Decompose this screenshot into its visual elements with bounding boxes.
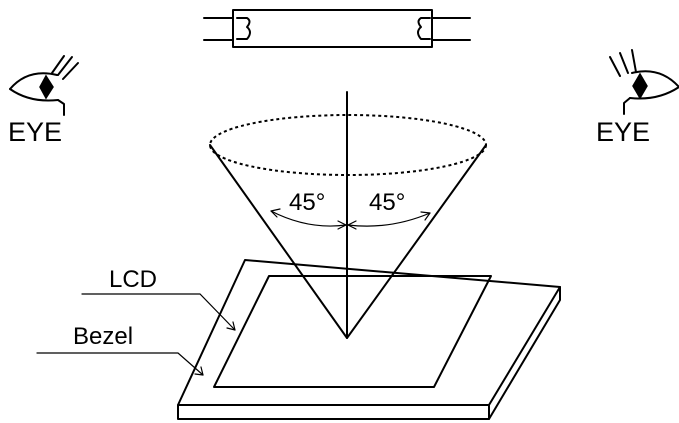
eye-left-label: EYE bbox=[8, 117, 62, 147]
angle-arcs bbox=[270, 208, 431, 230]
bezel-panel bbox=[177, 259, 561, 420]
eye-right-label: EYE bbox=[596, 117, 650, 147]
lcd-leader bbox=[81, 293, 236, 331]
lcd-label: LCD bbox=[109, 266, 157, 293]
angle-left-label: 45° bbox=[289, 189, 325, 216]
viewing-cone bbox=[209, 91, 487, 339]
bezel-label: Bezel bbox=[73, 323, 133, 350]
eye-icon bbox=[609, 49, 679, 115]
bezel-leader bbox=[36, 352, 204, 376]
eye-icon bbox=[9, 55, 79, 116]
lcd-active-area bbox=[213, 275, 492, 388]
fluorescent-lamp-icon bbox=[203, 9, 471, 48]
angle-right-label: 45° bbox=[369, 189, 405, 216]
